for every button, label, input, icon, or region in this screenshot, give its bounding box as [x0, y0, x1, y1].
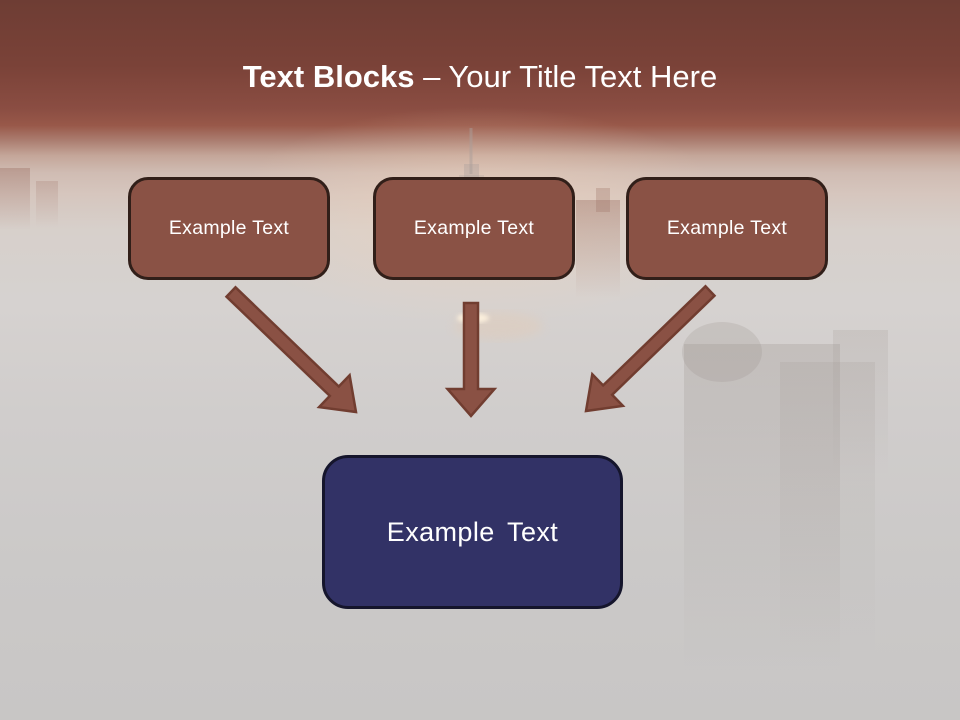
text-block-2[interactable]: Example Text [373, 177, 575, 280]
arrow-down-right-icon [224, 285, 358, 414]
text-block-3[interactable]: Example Text [626, 177, 828, 280]
center-text-block[interactable]: Example Text [322, 455, 623, 609]
text-block-3-label: Example Text [666, 217, 788, 239]
text-block-1-label: Example Text [168, 217, 290, 239]
city-skyline-silhouette [0, 128, 888, 674]
center-text-block-label: Example Text [386, 516, 559, 547]
arrow-down-icon [444, 301, 498, 418]
title-rest-text: – Your Title Text Here [423, 59, 718, 94]
arrow-down-left-icon [584, 284, 717, 413]
text-block-1[interactable]: Example Text [128, 177, 330, 280]
spire-needle [469, 128, 473, 174]
text-block-2-label: Example Text [413, 217, 535, 239]
title-bold-text: Text Blocks [242, 59, 415, 94]
slide-title[interactable]: Text Blocks – Your Title Text Here [0, 56, 960, 98]
